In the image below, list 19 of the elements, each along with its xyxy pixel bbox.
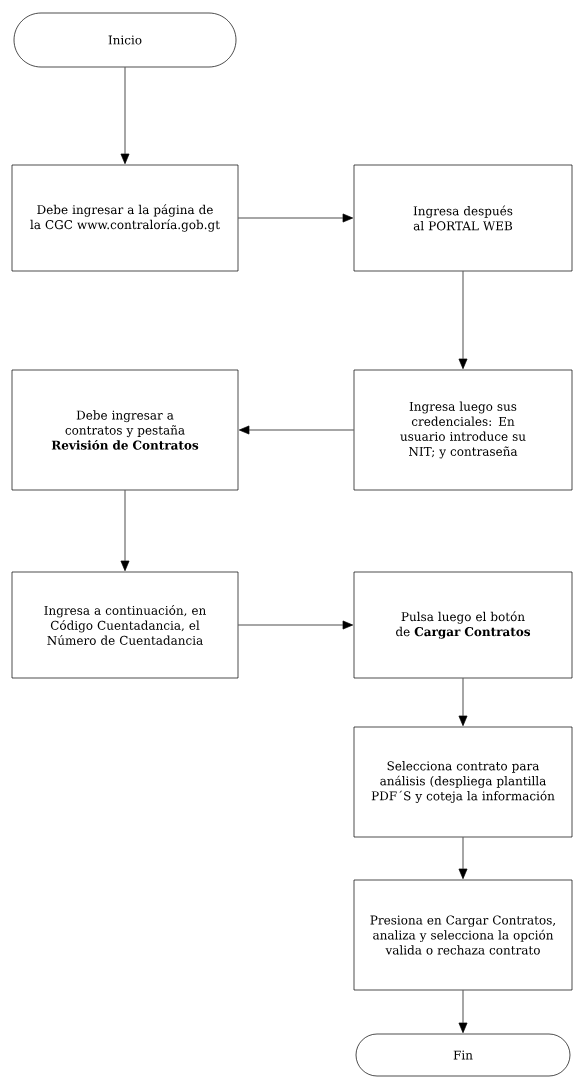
arrow (120, 67, 130, 165)
terminal: Inicio (13, 12, 237, 68)
process-box: Presiona en Cargar Contratos, analiza y selecciona la opción valida o rechaza contrato (353, 879, 573, 991)
process-box: Ingresa después al PORTAL WEB (353, 164, 573, 272)
arrow (238, 213, 354, 223)
process-box: Ingresa a continuación, en Código Cuentadancia, el Número de Cuentadancia (11, 571, 239, 679)
terminal: Fin (355, 1033, 571, 1077)
arrow (238, 620, 354, 630)
process-box: Pulsa luego el botón de Cargar Contratos (353, 571, 573, 679)
process-box: Selecciona contrato para análisis (despliega plantilla PDF´S y coteja la información (353, 726, 573, 838)
arrow (458, 678, 468, 727)
process-box: Debe ingresar a la página de la CGC www.contraloría.gob.gt (11, 164, 239, 272)
arrow (458, 990, 468, 1034)
arrow (458, 837, 468, 880)
process-box: Ingresa luego sus credenciales: En usuario introduce su NIT; y contraseña (353, 369, 573, 491)
process-box: Debe ingresar a contratos y pestaña Revisión de Contratos (11, 369, 239, 491)
arrow (238, 425, 354, 435)
arrow (458, 271, 468, 370)
arrow (120, 490, 130, 572)
